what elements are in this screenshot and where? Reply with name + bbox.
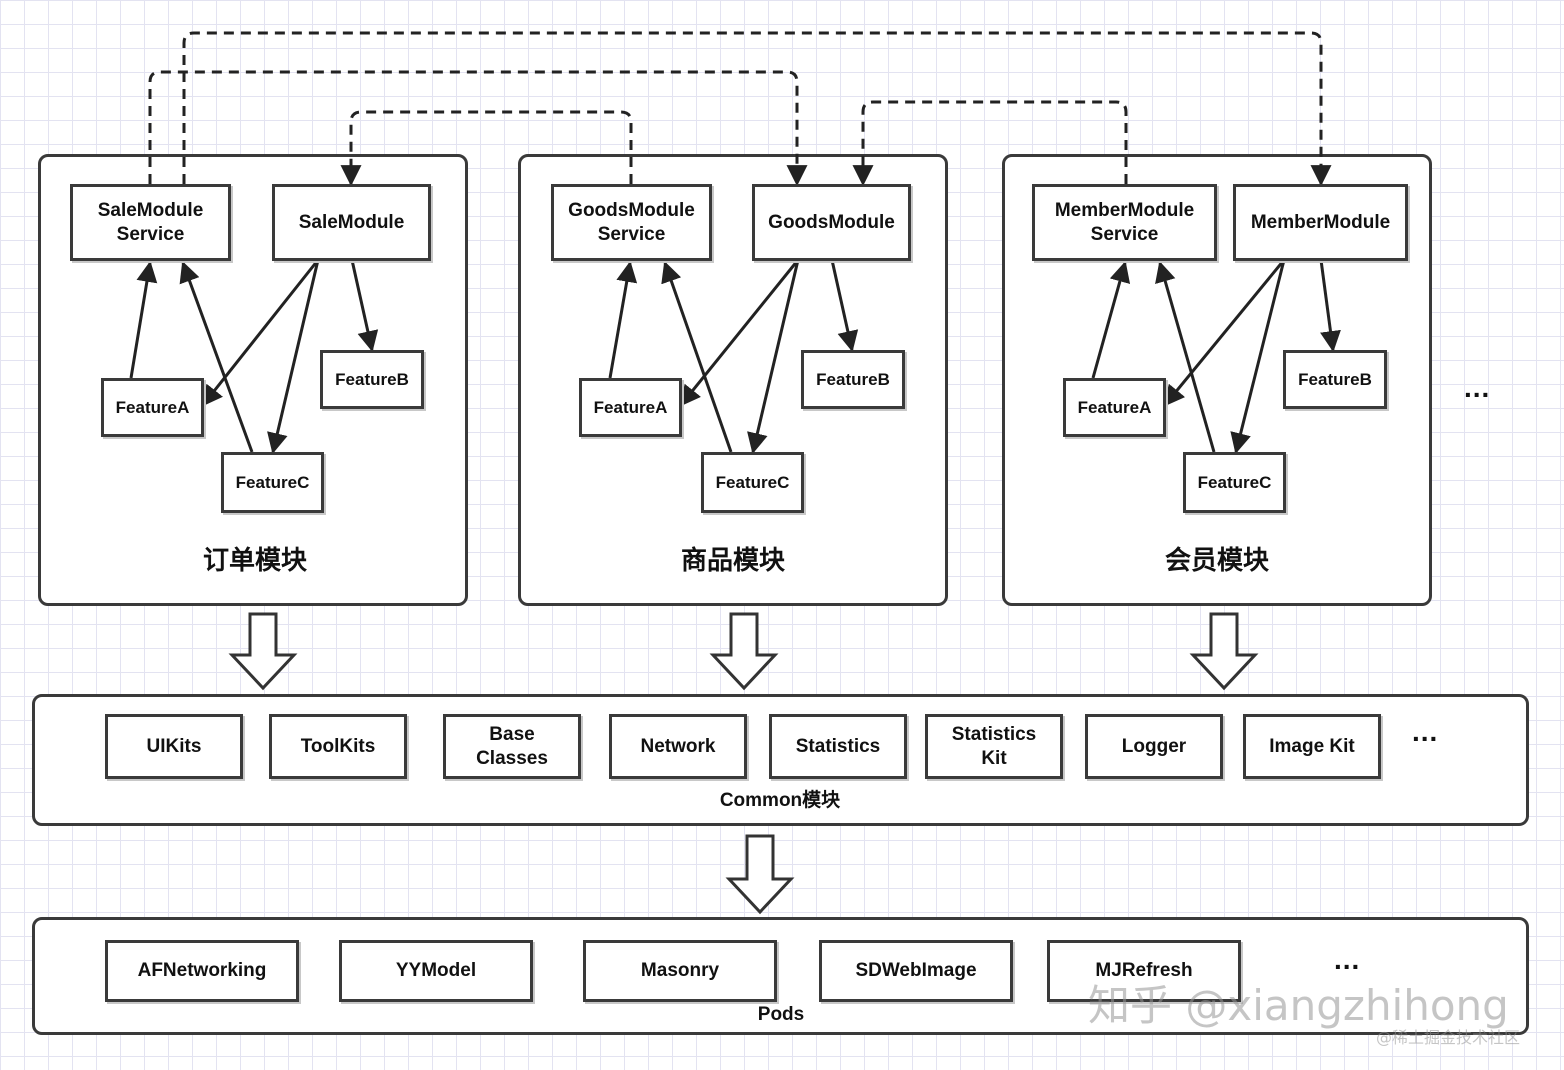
goods-featurea-box: FeatureA xyxy=(579,378,682,437)
down-arrow-goods xyxy=(709,612,779,691)
order-featureb-box: FeatureB xyxy=(320,350,424,409)
goods-module-title: 商品模块 xyxy=(680,546,785,576)
goods-service-box: GoodsModule Service xyxy=(551,184,712,261)
member-module-title: 会员模块 xyxy=(1164,546,1269,576)
pods-more-ellipsis: ... xyxy=(1334,944,1361,975)
pod-item-yymodel: YYModel xyxy=(339,940,533,1002)
pod-item-masonry: Masonry xyxy=(583,940,777,1002)
member-main-box: MemberModule xyxy=(1233,184,1408,261)
pod-item-afnetworking: AFNetworking xyxy=(105,940,299,1002)
watermark-juejin: @稀土掘金技术社区 xyxy=(1376,1028,1521,1047)
order-module-title: 订单模块 xyxy=(202,546,307,576)
order-featurec-box: FeatureC xyxy=(221,452,324,513)
modules-more-ellipsis: ... xyxy=(1464,372,1491,403)
order-service-box: SaleModule Service xyxy=(70,184,231,261)
goods-featurec-box: FeatureC xyxy=(701,452,804,513)
down-arrow-order xyxy=(228,612,298,691)
goods-featureb-box: FeatureB xyxy=(801,350,905,409)
member-featureb-box: FeatureB xyxy=(1283,350,1387,409)
common-item-statistics: Statistics xyxy=(769,714,907,779)
goods-main-box: GoodsModule xyxy=(752,184,911,261)
member-featurea-box: FeatureA xyxy=(1063,378,1166,437)
down-arrow-member xyxy=(1189,612,1259,691)
common-item-logger: Logger xyxy=(1085,714,1223,779)
member-featurec-box: FeatureC xyxy=(1183,452,1286,513)
down-arrow-common xyxy=(725,834,795,915)
order-main-box: SaleModule xyxy=(272,184,431,261)
pods-title: Pods xyxy=(757,1004,805,1025)
watermark-zhihu: 知乎 @xiangzhihong xyxy=(1088,981,1509,1030)
common-more-ellipsis: ... xyxy=(1412,716,1439,747)
common-item-image-kit: Image Kit xyxy=(1243,714,1381,779)
common-item-base-classes: Base Classes xyxy=(443,714,581,779)
common-item-network: Network xyxy=(609,714,747,779)
pod-item-sdwebimage: SDWebImage xyxy=(819,940,1013,1002)
common-item-toolkits: ToolKits xyxy=(269,714,407,779)
common-item-statistics-kit: Statistics Kit xyxy=(925,714,1063,779)
order-featurea-box: FeatureA xyxy=(101,378,204,437)
pod-item-mjrefresh: MJRefresh xyxy=(1047,940,1241,1002)
member-service-box: MemberModule Service xyxy=(1032,184,1217,261)
common-module-title: Common模块 xyxy=(719,790,841,811)
common-item-uikits: UIKits xyxy=(105,714,243,779)
